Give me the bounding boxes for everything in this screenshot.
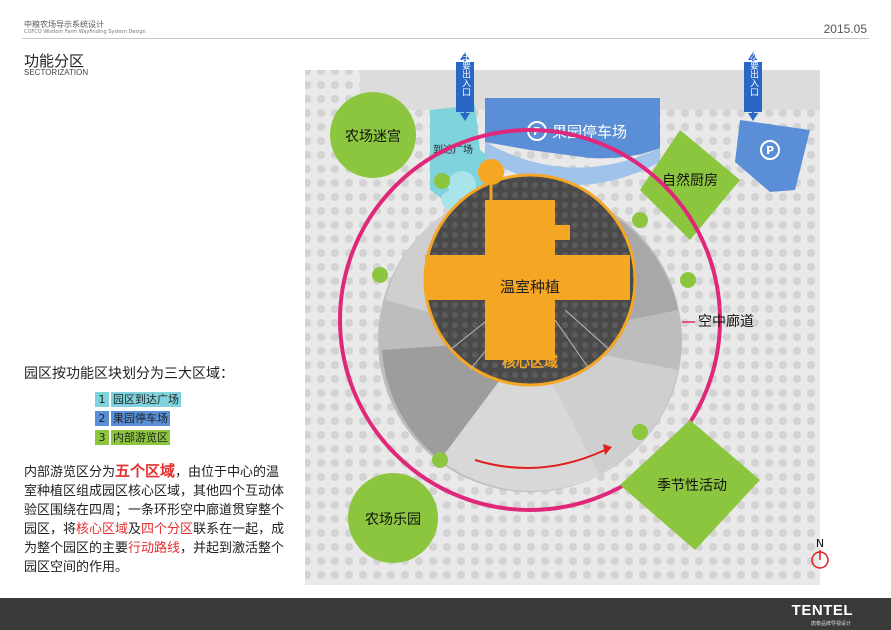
legend-item: 2 果园停车场	[95, 410, 181, 426]
route-arrow	[474, 449, 606, 469]
desc-highlight: 五个区域	[115, 462, 176, 480]
legend-item: 3 内部游览区	[95, 429, 181, 445]
farm-park-label: 农场乐园	[365, 512, 421, 528]
svg-text:P: P	[766, 144, 774, 157]
parking-zone-secondary	[735, 120, 810, 192]
section-subtitle: SECTORIZATION	[24, 68, 89, 77]
main-entrance-label: 主要出入口	[460, 50, 471, 96]
legend-item: 1 园区到达广场	[95, 391, 181, 407]
legend: 1 园区到达广场 2 果园停车场 3 内部游览区	[95, 391, 181, 448]
desc-text: 联系在一起，成为整个园区的主要	[24, 522, 285, 556]
desc-text: ，由位于中心的温室种植区组成园区核心区域，其他四个互动体验区围绕在四周；一条环形…	[24, 465, 285, 537]
ring-node	[632, 424, 648, 440]
seasonal-zone	[620, 420, 760, 550]
ring-node	[680, 272, 696, 288]
skyway-ring	[338, 128, 722, 512]
site-plan-map: 到达广场 P 果园停车场 P 主要出入口 次要出入口 农场迷宫 自然厨房 温室种…	[305, 50, 829, 585]
desc-text: 及	[128, 522, 142, 537]
legend-num: 1	[95, 391, 109, 407]
parking-icon	[760, 140, 780, 160]
desc-text: 内部游览区分为	[24, 465, 116, 480]
ring-node	[372, 267, 388, 283]
legend-label: 内部游览区	[111, 429, 170, 445]
core-label: 核心区域	[502, 354, 558, 371]
plaza-node	[478, 159, 504, 185]
kitchen-zone	[640, 130, 740, 240]
seasonal-label: 季节性活动	[657, 478, 727, 494]
date-label: 2015.05	[823, 22, 867, 36]
brand-subtitle: 唐泰品牌导视设计	[810, 621, 851, 627]
parking-label: 果园停车场	[552, 123, 627, 141]
project-title-en: COFCO Wisdom Farm Wayfinding System Desi…	[24, 29, 146, 35]
greenhouse-zone	[425, 200, 630, 360]
description-paragraph: 内部游览区分为五个区域，由位于中心的温室种植区组成园区核心区域，其他四个互动体验…	[24, 462, 292, 577]
brand-logo: TENTEL	[791, 602, 853, 619]
farm-maze-zone	[330, 92, 416, 178]
legend-num: 3	[95, 429, 109, 445]
section-title: 功能分区	[24, 52, 85, 70]
legend-num: 2	[95, 410, 109, 426]
skyway-label: 空中廊道	[698, 313, 754, 330]
farm-maze-label: 农场迷宫	[345, 129, 401, 145]
north-label: N	[816, 537, 824, 550]
kitchen-label: 自然厨房	[662, 172, 718, 189]
footer-bar	[0, 598, 891, 630]
intro-text: 园区按功能区块划分为三大区域：	[24, 366, 234, 382]
legend-label: 园区到达广场	[111, 391, 181, 407]
ring-node	[632, 212, 648, 228]
parking-zone	[485, 98, 660, 159]
desc-highlight: 四个分区	[141, 522, 194, 537]
desc-highlight: 核心区域	[76, 522, 129, 537]
greenhouse-label: 温室种植	[500, 278, 560, 296]
secondary-entrance-label: 次要出入口	[748, 50, 759, 96]
desc-highlight: 行动路线	[128, 541, 181, 556]
ring-node	[432, 452, 448, 468]
header-divider	[22, 38, 869, 39]
farm-park-zone	[348, 473, 438, 563]
legend-label: 果园停车场	[111, 410, 170, 426]
project-title-cn: 中粮农场导示系统设计	[24, 20, 104, 29]
ring-node	[434, 173, 450, 189]
desc-text: ，并起到激活整个园区空间的作用。	[24, 541, 285, 575]
